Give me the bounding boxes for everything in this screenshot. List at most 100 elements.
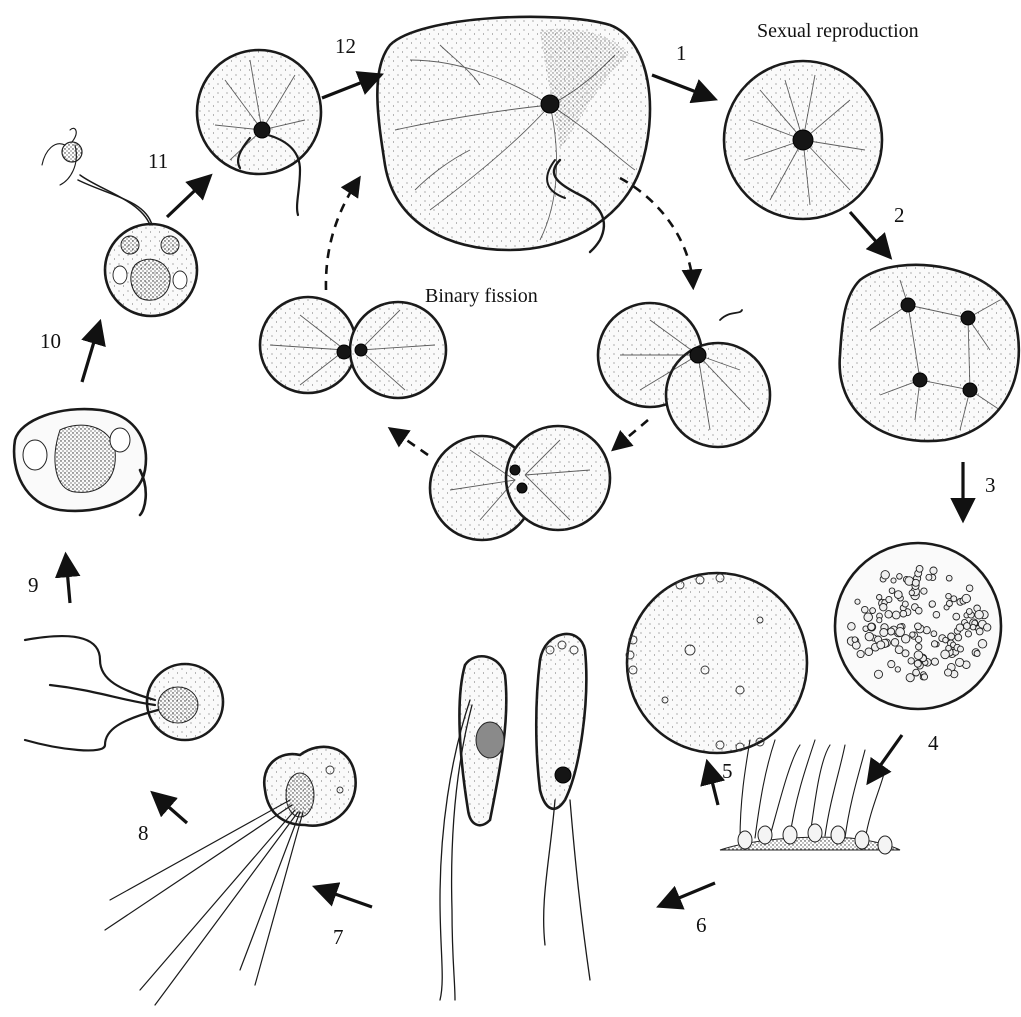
granule	[965, 631, 971, 637]
granule	[888, 628, 895, 635]
granule	[945, 669, 952, 676]
granule	[915, 636, 921, 642]
step-label-4: 4	[928, 731, 939, 755]
step-label-1: 1	[676, 41, 687, 65]
step-label-3: 3	[985, 473, 996, 497]
granule	[978, 640, 987, 649]
step-label-9: 9	[28, 573, 39, 597]
arrow-1	[652, 75, 712, 98]
cell-stage-2	[840, 265, 1019, 441]
granule	[909, 590, 914, 595]
step-label-6: 6	[696, 913, 707, 937]
granule	[896, 628, 905, 637]
arrow-2	[850, 212, 888, 255]
arrow-11	[167, 178, 208, 217]
granule	[895, 667, 900, 672]
granule	[877, 641, 885, 649]
granule	[921, 588, 927, 594]
granule	[974, 651, 980, 657]
granule	[862, 606, 869, 613]
granule	[931, 658, 938, 665]
arrow-8	[155, 795, 187, 823]
granule	[852, 637, 858, 643]
cell-stage-7	[105, 747, 356, 1005]
granule	[902, 650, 909, 657]
granule	[953, 613, 960, 620]
granule	[955, 634, 962, 641]
granule	[948, 633, 955, 640]
granule	[894, 591, 902, 599]
granule	[956, 658, 964, 666]
granule	[910, 632, 915, 637]
adult-cell	[377, 17, 650, 252]
granule	[857, 650, 864, 657]
granule	[865, 632, 873, 640]
arrow-6	[662, 883, 715, 905]
fission-arrow-4	[326, 180, 358, 290]
arrow-10	[82, 325, 99, 382]
granule	[889, 588, 895, 594]
granule	[877, 618, 882, 623]
cell-stage-5	[626, 573, 807, 753]
granule	[885, 611, 892, 618]
granule	[962, 594, 970, 602]
granule	[891, 578, 896, 583]
arrow-5	[708, 765, 718, 805]
granule	[852, 641, 860, 649]
granule	[881, 571, 889, 579]
arrow-9	[66, 558, 70, 603]
cell-stage-1	[724, 61, 882, 219]
granule	[931, 631, 937, 637]
granule	[929, 601, 935, 607]
granule	[976, 628, 983, 635]
granule	[912, 579, 919, 586]
cell-stage-10	[42, 128, 197, 316]
granule	[916, 644, 922, 650]
fission-cell-left	[260, 297, 446, 398]
granule	[892, 611, 900, 619]
sexual-reproduction-label: Sexual reproduction	[757, 20, 919, 42]
granule	[964, 623, 971, 630]
granule	[848, 623, 856, 631]
granule	[868, 623, 875, 630]
granule	[984, 624, 991, 631]
granule	[966, 585, 973, 592]
granule	[930, 567, 937, 574]
granule	[864, 613, 873, 622]
granule	[913, 669, 920, 676]
granule	[926, 574, 932, 580]
granule	[888, 661, 895, 668]
step-label-7: 7	[333, 925, 344, 949]
cell-stage-3	[835, 543, 1001, 709]
granule	[900, 610, 907, 617]
granule	[877, 595, 882, 600]
granule	[908, 658, 914, 664]
step-label-5: 5	[722, 759, 733, 783]
granule	[956, 624, 963, 631]
granule	[855, 599, 860, 604]
granule	[970, 624, 976, 630]
granule	[958, 646, 964, 652]
granule	[946, 593, 952, 599]
granule	[946, 575, 952, 581]
granule	[916, 565, 923, 572]
cell-stage-8	[25, 636, 223, 750]
granule	[946, 645, 952, 651]
granule	[880, 604, 887, 611]
granule	[880, 629, 888, 637]
granule	[931, 641, 937, 647]
granule	[897, 574, 903, 580]
cell-stage-11	[197, 50, 321, 215]
granule	[886, 596, 892, 602]
zoospores-stage-6	[440, 634, 590, 1000]
step-label-10: 10	[40, 329, 61, 353]
granule	[914, 651, 923, 660]
granule	[921, 674, 927, 680]
granule	[915, 623, 922, 630]
arrow-12	[322, 76, 378, 98]
fission-arrow-1	[620, 178, 693, 285]
step-label-11: 11	[148, 149, 168, 173]
fission-cell-bottom	[430, 426, 610, 540]
granule	[916, 607, 923, 614]
